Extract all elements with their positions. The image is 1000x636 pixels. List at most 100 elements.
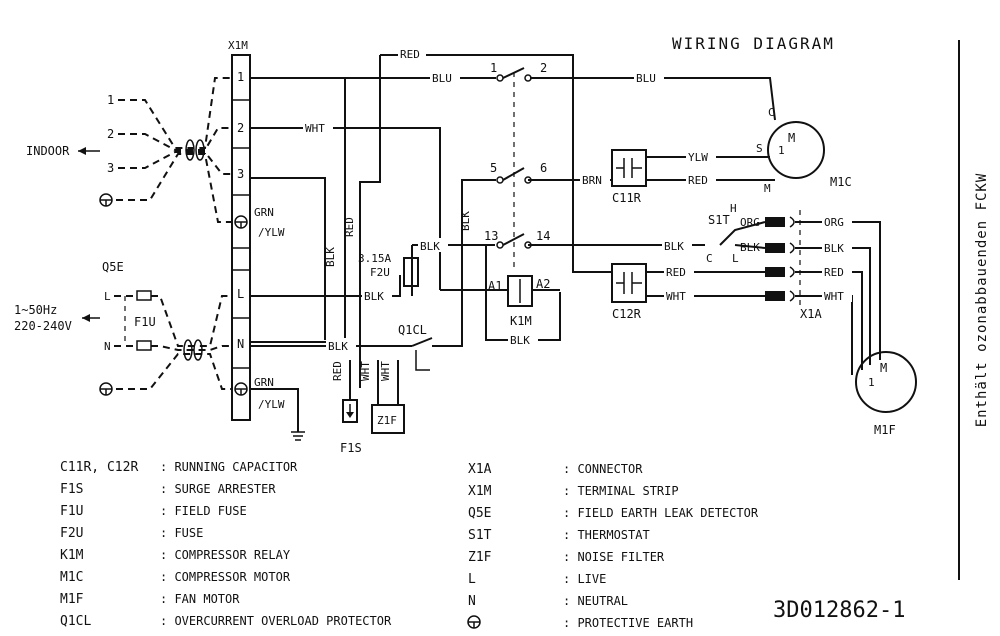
power-field-wires xyxy=(114,290,232,390)
wire-wht-x1a: WHT xyxy=(824,290,844,303)
m1c-c: C xyxy=(768,106,775,119)
ylw-label-upper: /YLW xyxy=(258,226,285,239)
m1c-compressor-motor xyxy=(767,121,825,179)
q1cl-label: Q1CL xyxy=(398,323,427,337)
contact-13: 13 xyxy=(484,229,498,243)
chassis-earth-symbol xyxy=(291,431,305,441)
indoor-line-1: 1 xyxy=(107,93,114,107)
wire-blk-14: BLK xyxy=(664,240,684,253)
wire-blk-l: BLK xyxy=(364,290,384,303)
m1c-label: M1C xyxy=(830,175,852,189)
k1m-a1: A1 xyxy=(488,279,502,293)
f1u-label: F1U xyxy=(134,315,156,329)
s1t-h: H xyxy=(730,202,737,215)
wire-wht-z1f-b: WHT xyxy=(379,361,392,381)
side-note: Enthält ozonabbauenden FCKW xyxy=(974,172,990,428)
x1a-label: X1A xyxy=(800,307,822,321)
power-earth-icon xyxy=(99,382,113,396)
m1f-label: M1F xyxy=(874,423,896,437)
wire-red-c11r: RED xyxy=(688,174,708,187)
grn-label-upper: GRN xyxy=(254,206,274,219)
terminal-1: 1 xyxy=(237,70,244,84)
f2u-fuse xyxy=(403,257,419,287)
m1c-m: M xyxy=(788,131,795,145)
f1s-surge-arrester xyxy=(342,399,358,423)
power-freq: 1~50Hz xyxy=(14,303,57,317)
m1c-mm: M xyxy=(764,182,771,195)
indoor-line-3: 3 xyxy=(107,161,114,175)
power-voltage: 220-240V xyxy=(14,319,72,333)
wire-red-vertical: RED xyxy=(343,217,356,237)
wire-blk-vertical: BLK xyxy=(324,247,337,267)
m1f-1: 1 xyxy=(868,376,875,389)
power-n-label: N xyxy=(104,340,111,353)
indoor-label: INDOOR xyxy=(26,144,70,158)
f1s-label: F1S xyxy=(340,441,362,455)
relay-contacts xyxy=(496,67,532,270)
wire-org-x1a: ORG xyxy=(824,216,844,229)
terminal-strip-x1m xyxy=(231,54,251,421)
c11r-capacitor xyxy=(611,149,647,187)
side-note-panel: Enthält ozonabbauenden FCKW xyxy=(958,40,994,580)
wire-wht-t2: WHT xyxy=(305,122,325,135)
wire-blk-f2u: BLK xyxy=(420,240,440,253)
diagram-title: WIRING DIAGRAM xyxy=(672,34,835,53)
wire-red-top: RED xyxy=(400,48,420,61)
s1t-l: L xyxy=(732,252,739,265)
wire-blu-left: BLU xyxy=(432,72,452,85)
terminal-l: L xyxy=(237,287,244,301)
c11r-label: C11R xyxy=(612,191,642,205)
m1f-fan-motor xyxy=(855,351,917,413)
grn-label-lower: GRN xyxy=(254,376,274,389)
s1t-label: S1T xyxy=(708,213,730,227)
m1f-m: M xyxy=(880,361,887,375)
wire-wht-z1f-a: WHT xyxy=(359,361,372,381)
wire-blk-n: BLK xyxy=(328,340,348,353)
terminal-dividers xyxy=(232,99,250,369)
internal-wires xyxy=(250,54,881,405)
earth-terminal-lower xyxy=(234,382,248,396)
indoor-field-wires xyxy=(116,77,232,223)
q1cl-switch xyxy=(398,337,435,347)
wire-red-c12r: RED xyxy=(666,266,686,279)
s1t-c: C xyxy=(706,252,713,265)
z1f-label: Z1F xyxy=(377,414,397,427)
document-number: 3D012862-1 xyxy=(773,598,906,623)
f2u-rating: 3.15A xyxy=(358,252,391,265)
contact-5: 5 xyxy=(490,161,497,175)
wire-red-x1a: RED xyxy=(824,266,844,279)
x1m-label: X1M xyxy=(228,39,248,52)
c12r-capacitor xyxy=(611,263,647,303)
z1f-noise-filter xyxy=(371,404,405,434)
wire-wht-c12r: WHT xyxy=(666,290,686,303)
contact-6: 6 xyxy=(540,161,547,175)
power-l-label: L xyxy=(104,290,111,303)
wire-blk-k1m-bottom: BLK xyxy=(510,334,530,347)
m1c-1: 1 xyxy=(778,144,785,157)
k1m-label: K1M xyxy=(510,314,532,328)
wire-ylw: YLW xyxy=(688,151,708,164)
terminal-3: 3 xyxy=(237,167,244,181)
c12r-label: C12R xyxy=(612,307,642,321)
x1a-connector xyxy=(765,210,808,305)
contact-2: 2 xyxy=(540,61,547,75)
terminal-n: N xyxy=(237,337,244,351)
ylw-label-lower: /YLW xyxy=(258,398,285,411)
q5e-label: Q5E xyxy=(102,260,124,274)
wire-blk-k1m: BLK xyxy=(459,211,472,231)
wire-red-f1s: RED xyxy=(331,361,344,381)
indoor-line-2: 2 xyxy=(107,127,114,141)
terminal-2: 2 xyxy=(237,121,244,135)
contact-1: 1 xyxy=(490,61,497,75)
m1c-s: S xyxy=(756,142,763,155)
wire-brn: BRN xyxy=(582,174,602,187)
indoor-earth-icon xyxy=(99,193,113,207)
k1m-a2: A2 xyxy=(536,277,550,291)
wire-blk-x1a: BLK xyxy=(824,242,844,255)
wire-blu-right: BLU xyxy=(636,72,656,85)
earth-terminal-upper xyxy=(234,215,248,229)
f2u-label: F2U xyxy=(370,266,390,279)
chassis-earth-wire xyxy=(250,388,299,432)
wire-blk-s1t: BLK xyxy=(740,241,760,254)
